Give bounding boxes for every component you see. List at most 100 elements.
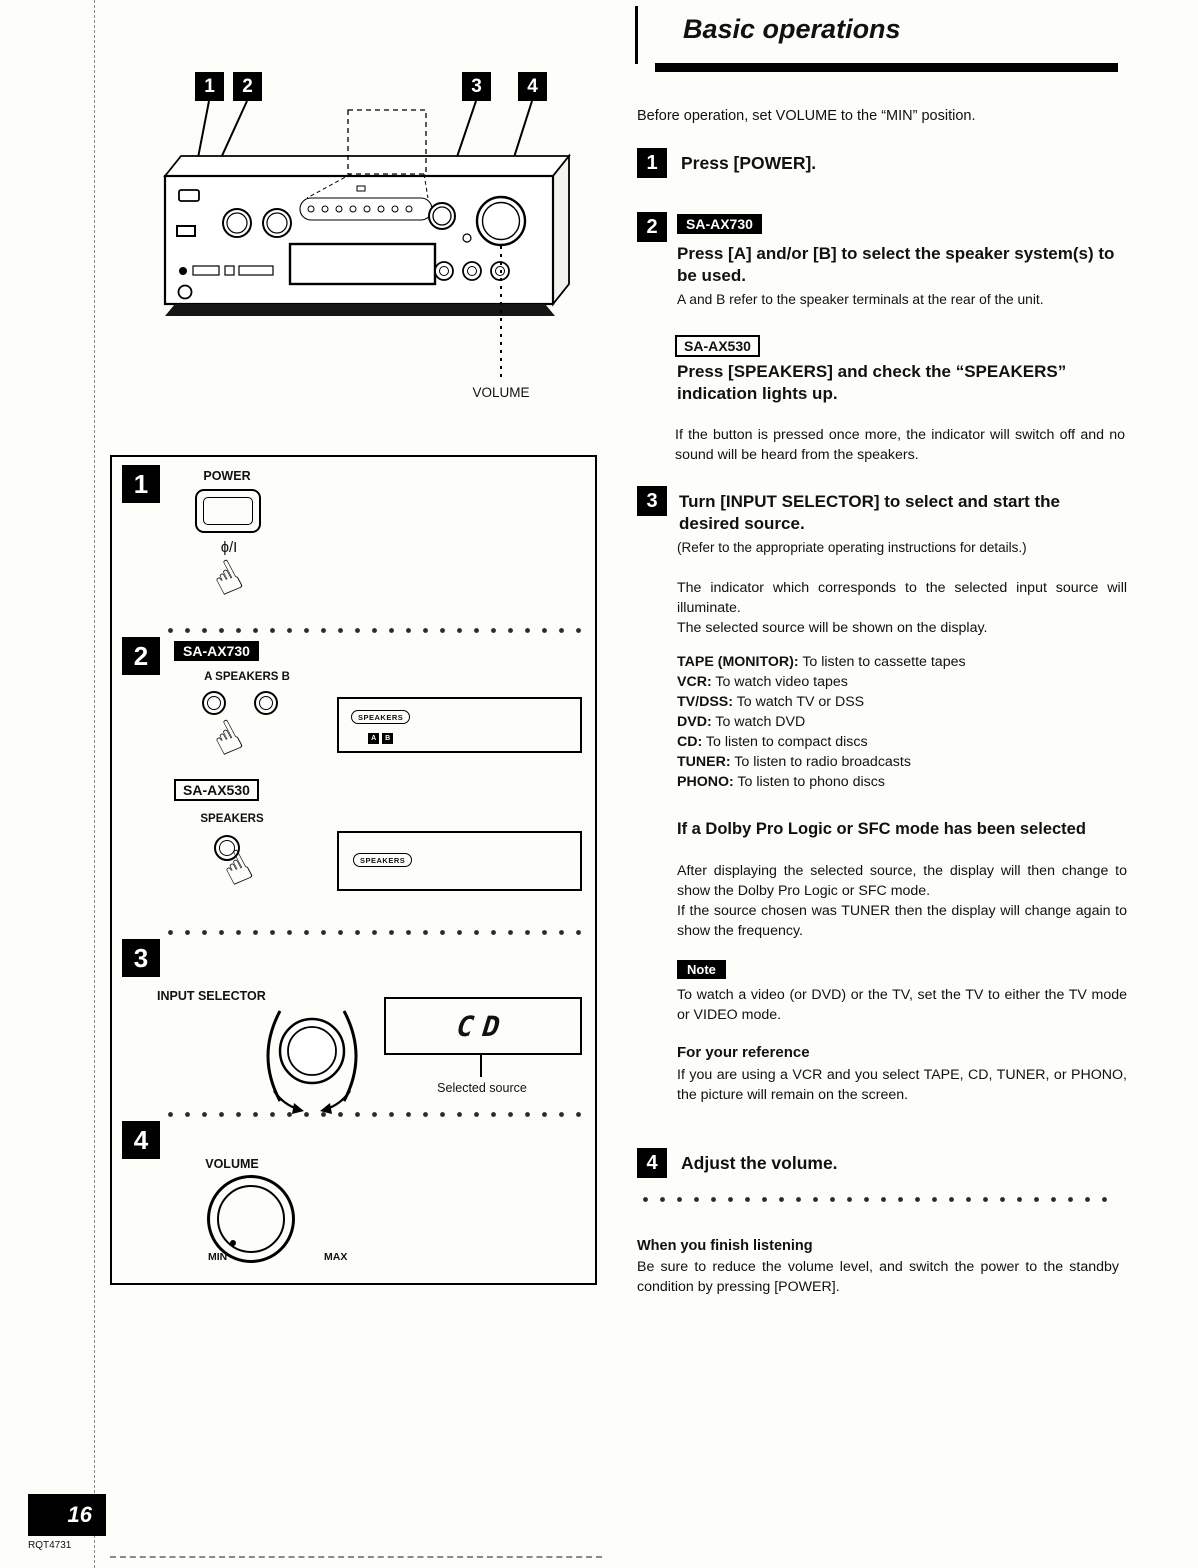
page-title: Basic operations [683, 14, 901, 44]
step3-body: The indicator which corresponds to the s… [677, 579, 1127, 639]
diagram-step3-badge: 3 [122, 939, 160, 977]
page-number-box: 16 [28, 1494, 106, 1536]
input-selector-knob-icon [266, 1010, 358, 1114]
selected-source-label: Selected source [437, 1081, 527, 1095]
diagram-step1-badge: 1 [122, 465, 160, 503]
source-item: CD: To listen to compact discs [677, 732, 1127, 752]
model-sa-ax730-badge: SA-AX730 [174, 641, 259, 661]
dolby-body: After displaying the selected source, th… [677, 862, 1127, 942]
pointing-hand-icon: ☝ [203, 709, 251, 768]
speakers-indicator: SPEAKERS [351, 710, 411, 724]
source-label: VCR: [677, 674, 712, 690]
source-item: PHONO: To listen to phono discs [677, 772, 1127, 792]
source-label: TAPE (MONITOR): [677, 654, 799, 670]
callout-2-num: 2 [242, 75, 253, 97]
dotted-separator [162, 929, 582, 936]
step2-heading-ax730: Press [A] and/or [B] to select the speak… [677, 244, 1115, 286]
callout-4: 4 [518, 72, 547, 101]
step4-badge: 4 [637, 1148, 667, 1178]
dolby-heading: If a Dolby Pro Logic or SFC mode has bee… [677, 820, 1086, 838]
indicator-b: B [382, 733, 394, 744]
display-box-ax530: SPEAKERS [337, 831, 582, 891]
dotted-separator [162, 627, 582, 634]
source-desc: To listen to cassette tapes [798, 654, 966, 670]
source-label: DVD: [677, 714, 712, 730]
receiver-illustration: 1 2 3 4 VOLUME [95, 58, 605, 423]
source-desc: To listen to phono discs [733, 774, 885, 790]
doc-code: RQT4731 [28, 1540, 72, 1551]
source-desc: To watch DVD [711, 714, 806, 730]
callout-4-num: 4 [527, 75, 538, 97]
left-fold-mark [94, 0, 95, 1568]
step1-badge: 1 [637, 148, 667, 178]
step3-heading: Turn [INPUT SELECTOR] to select and star… [679, 492, 1060, 534]
source-label: TUNER: [677, 754, 731, 770]
step3-subnote: (Refer to the appropriate operating inst… [677, 540, 1027, 555]
step3-num: 3 [646, 489, 658, 512]
step1-num: 1 [646, 151, 658, 174]
indicator-a: A [368, 733, 380, 744]
speaker-b-button [254, 691, 278, 715]
source-list: TAPE (MONITOR): To listen to cassette ta… [677, 652, 1127, 792]
pointing-hand-icon: ☝ [203, 549, 251, 608]
step3-badge: 3 [637, 486, 667, 516]
step2-heading-ax530: Press [SPEAKERS] and check the “SPEAKERS… [677, 362, 1067, 404]
section-header-rule-bottom [655, 63, 1118, 72]
source-desc: To watch video tapes [711, 674, 848, 690]
source-item: TAPE (MONITOR): To listen to cassette ta… [677, 652, 1127, 672]
source-item: DVD: To watch DVD [677, 712, 1127, 732]
finish-text: Be sure to reduce the volume level, and … [637, 1259, 1119, 1295]
speakers-ab-label: A SPEAKERS B [204, 671, 290, 683]
page-number: 16 [67, 1502, 92, 1527]
volume-pointer-label: VOLUME [472, 385, 530, 400]
reference-text: If you are using a VCR and you select TA… [677, 1067, 1127, 1103]
pointing-hand-icon: ☝ [213, 839, 261, 898]
source-item: TV/DSS: To watch TV or DSS [677, 692, 1127, 712]
section-header-rule-left [635, 6, 638, 64]
callout-2: 2 [233, 72, 262, 101]
diagram-step3-num: 3 [133, 942, 149, 973]
dotted-separator [162, 1111, 582, 1118]
step1-text: Press [POWER]. [681, 153, 817, 173]
max-label: MAX [324, 1251, 348, 1263]
dolby-body1: After displaying the selected source, th… [677, 863, 1127, 899]
step2-note-ax730: A and B refer to the speaker terminals a… [677, 292, 1044, 307]
diagram-step4-badge: 4 [122, 1121, 160, 1159]
source-item: TUNER: To listen to radio broadcasts [677, 752, 1127, 772]
speaker-a-button [202, 691, 226, 715]
bottom-cut-mark [110, 1556, 602, 1558]
power-button-face [203, 497, 253, 525]
volume-knob-marker [230, 1240, 236, 1246]
steps-illustration-box: 1 POWER ɸ/I ☝ 2 SA-AX730 A SPEAKERS B ☝ … [110, 455, 597, 1285]
source-desc: To watch TV or DSS [732, 694, 865, 710]
step3-body1: The indicator which corresponds to the s… [677, 580, 1127, 616]
step2-num: 2 [646, 215, 658, 238]
callout-3-num: 3 [471, 75, 482, 97]
dotted-separator [637, 1196, 1117, 1203]
power-symbol: ɸ/I [220, 539, 238, 556]
source-item: VCR: To watch video tapes [677, 672, 1127, 692]
volume-knob [207, 1175, 295, 1263]
source-desc: To listen to compact discs [702, 734, 868, 750]
finish-heading: When you finish listening [637, 1238, 813, 1254]
diagram-step1-num: 1 [133, 468, 149, 499]
callout-3: 3 [462, 72, 491, 101]
speakers-button [214, 835, 240, 861]
step4-num: 4 [646, 1151, 658, 1174]
speakers-indicator: SPEAKERS [353, 853, 413, 867]
step4-text: Adjust the volume. [681, 1153, 838, 1173]
step2-badge: 2 [637, 212, 667, 242]
diagram-step4-num: 4 [133, 1124, 149, 1155]
source-label: TV/DSS: [677, 694, 733, 710]
dolby-body2: If the source chosen was TUNER then the … [677, 902, 1127, 939]
display-pointer-line [480, 1055, 482, 1077]
note-text: To watch a video (or DVD) or the TV, set… [677, 987, 1127, 1023]
model-sa-ax530-badge: SA-AX530 [675, 335, 760, 357]
diagram-step2-num: 2 [133, 640, 149, 671]
callout-1-num: 1 [204, 75, 215, 97]
selected-source-display: CD [455, 1009, 511, 1043]
intro-text: Before operation, set VOLUME to the “MIN… [637, 108, 976, 124]
volume-label: VOLUME [205, 1157, 259, 1171]
